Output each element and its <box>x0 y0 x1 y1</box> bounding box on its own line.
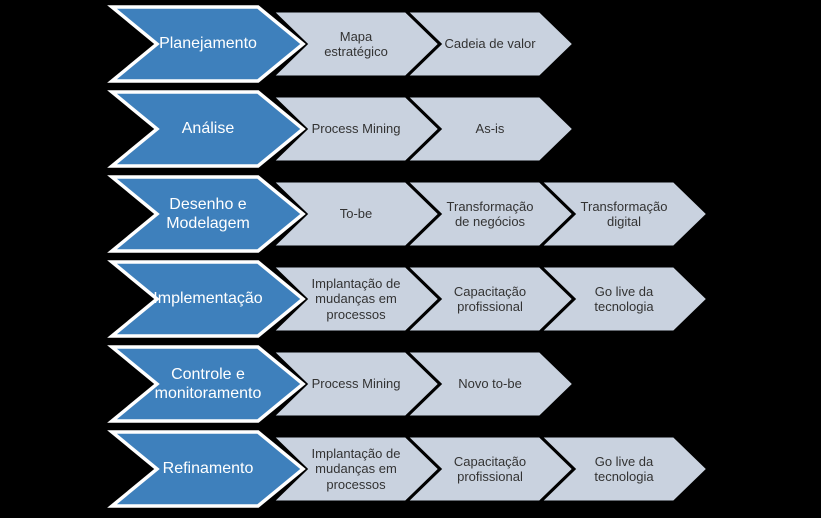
stage-chevron-desenho-modelagem <box>107 175 306 253</box>
step-chevron <box>402 9 577 79</box>
step-chevron <box>402 349 577 419</box>
process-row-shapes-planejamento <box>107 5 577 83</box>
stage-chevron-implementacao <box>107 260 306 338</box>
stage-chevron-analise <box>107 90 306 168</box>
process-row-shapes-refinamento <box>107 430 711 508</box>
process-row-shapes-implementacao <box>107 260 711 338</box>
stage-chevron-refinamento <box>107 430 306 508</box>
stage-chevron-planejamento <box>107 5 306 83</box>
step-chevron <box>536 264 711 334</box>
process-row-shapes-analise <box>107 90 577 168</box>
step-chevron <box>536 179 711 249</box>
stage-chevron-controle-monitoramento <box>107 345 306 423</box>
process-row-shapes-controle-monitoramento <box>107 345 577 423</box>
process-row-shapes-desenho-modelagem <box>107 175 711 253</box>
step-chevron <box>536 434 711 504</box>
step-chevron <box>402 94 577 164</box>
